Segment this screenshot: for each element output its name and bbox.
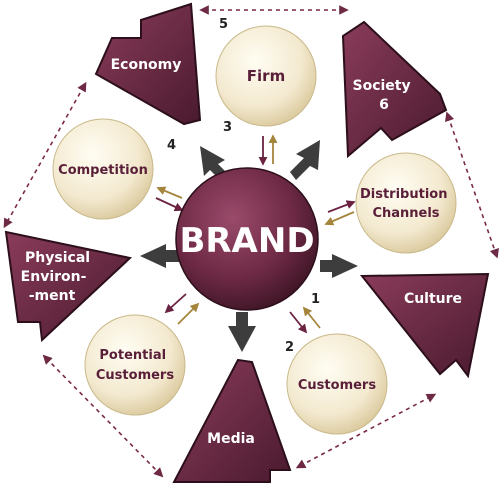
customers-label: Customers [298,378,376,393]
exchange-arrows [155,134,356,334]
culture-label: Culture [404,291,462,307]
distribution-arrow-in [324,211,355,226]
outer-shapes [4,2,490,483]
arrow-to-culture-icon [320,254,358,278]
culture-shape [359,272,490,379]
step-number-4: 4 [167,138,176,153]
economy-label: Economy [111,57,182,73]
competition-arrow-in [155,197,184,212]
customers-arrow-in [302,306,321,329]
inner-circles [52,25,457,435]
society-label: Society 6 [353,78,416,113]
society-shape [341,20,448,159]
connector-left-top [3,81,87,229]
competition-arrow-out [156,186,183,199]
arrow-to-media-icon [228,312,256,352]
competition-label: Competition [58,163,148,178]
arrow-to-physical-icon [140,244,180,268]
firm-label: Firm [247,67,285,85]
step-number-5: 5 [219,17,228,32]
distribution-arrow-out [327,200,356,213]
media-label: Media [207,431,255,447]
media-shape [172,358,292,483]
brand-label: BRAND [179,221,314,261]
dotted-connectors [3,5,499,478]
customers-arrow-out [289,311,308,334]
connector-left-bottom [42,354,164,478]
physical-shape [4,230,133,343]
economy-shape [94,2,202,126]
step-number-3: 3 [223,120,232,135]
potential-label: Potential Customers [96,348,174,383]
potential-circle [84,314,186,416]
distribution-label: Distribution Channels [360,187,452,221]
connector-right-bottom [295,393,437,469]
distribution-circle [355,152,457,254]
step-number-2: 2 [285,340,294,355]
connector-right-top [445,111,499,259]
potential-arrow-out [164,293,187,314]
potential-arrow-in [177,302,200,325]
firm-circle [215,25,317,127]
brand-circle [175,167,319,311]
physical-label: Physical Environ- -ment [21,250,95,304]
customers-circle [286,333,388,435]
arrow-to-society-icon [290,140,320,180]
step-number-1: 1 [311,292,320,307]
competition-circle [52,118,154,220]
